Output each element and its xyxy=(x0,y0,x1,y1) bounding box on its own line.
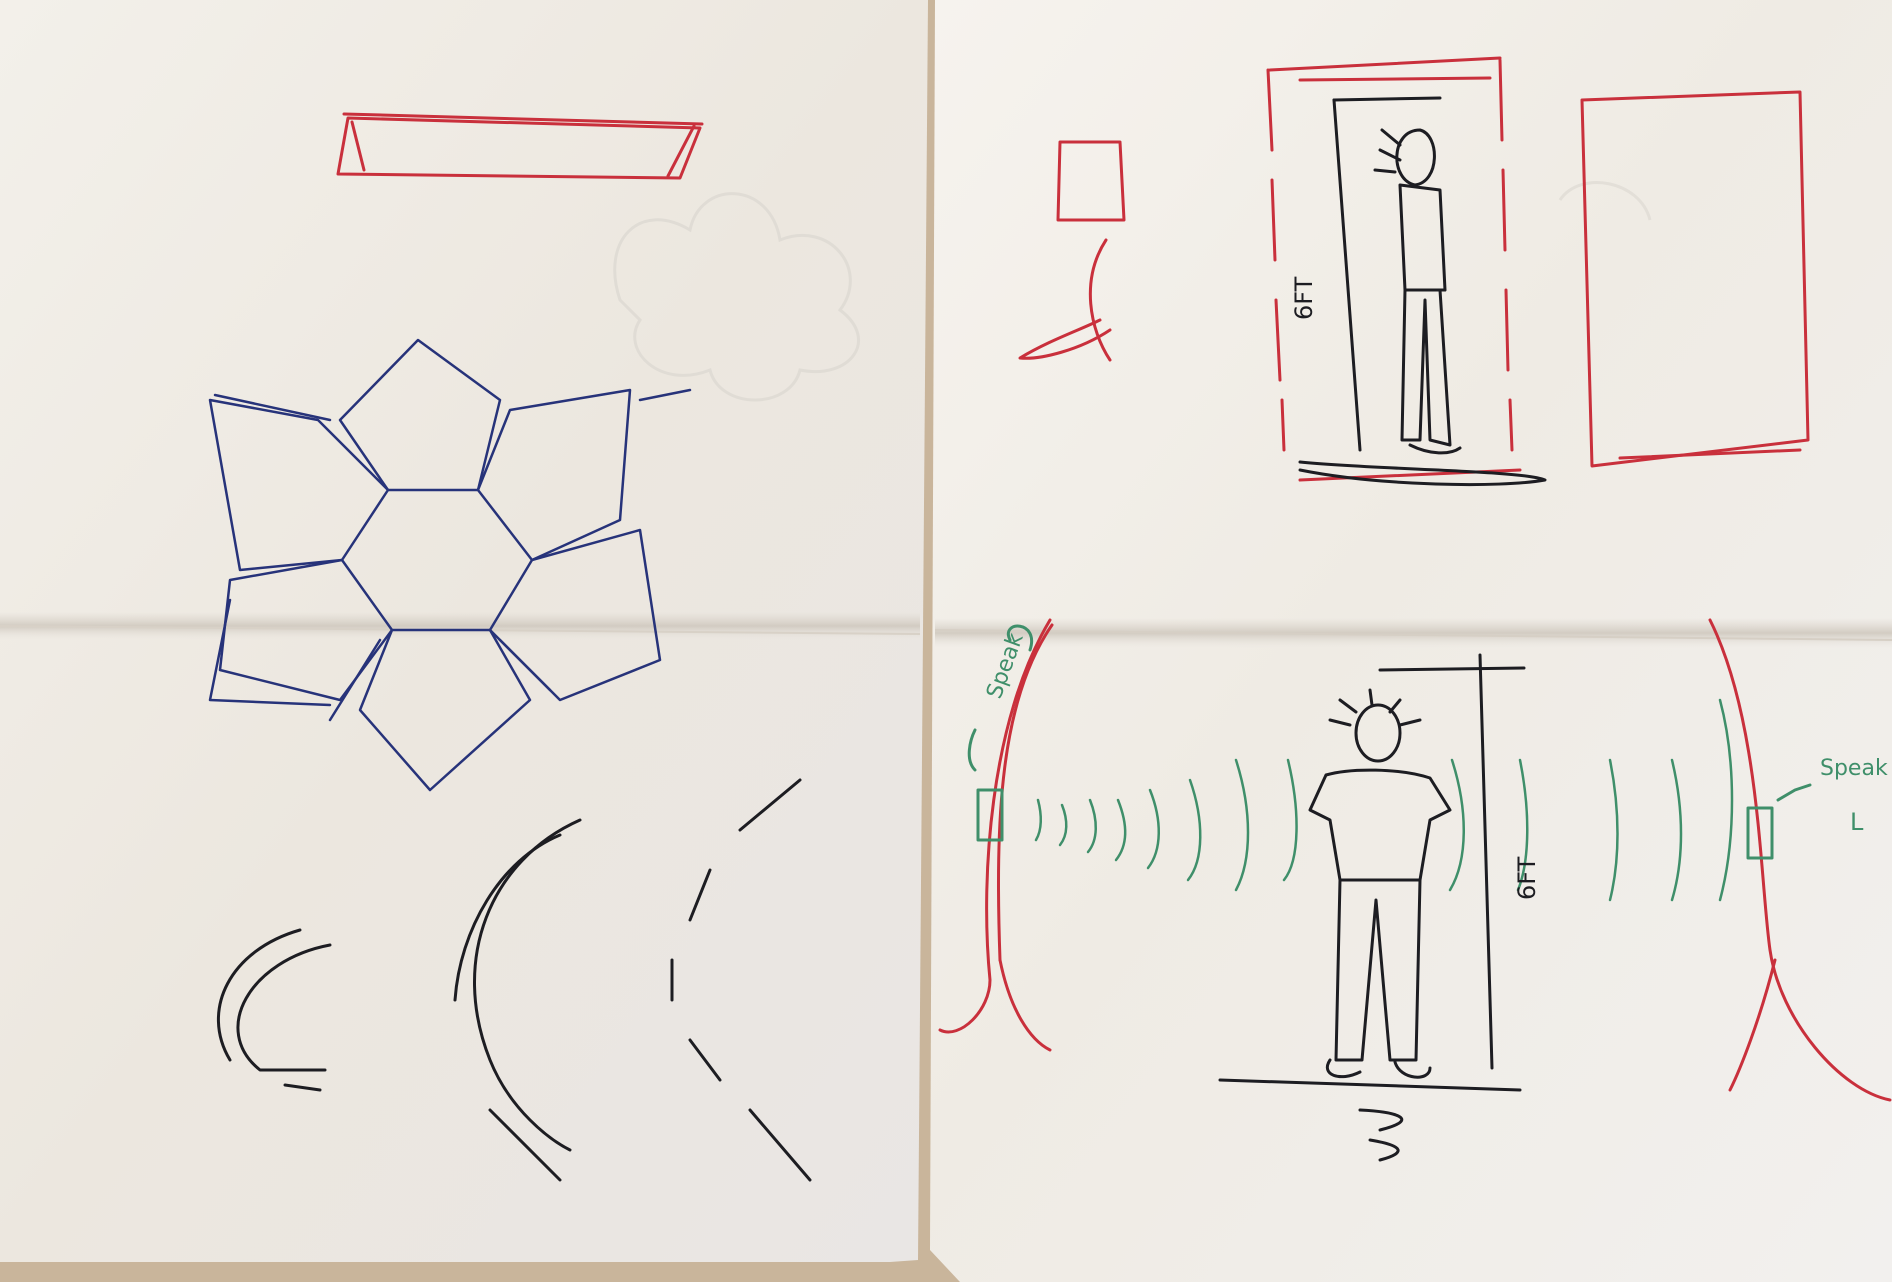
red-curtain-left-sketch xyxy=(938,618,1054,1052)
height-label-bottom: 6FT xyxy=(1513,856,1541,900)
blue-hexagon-flower-sketch xyxy=(208,338,692,792)
speaker-left-sketch xyxy=(967,624,1034,842)
right-sheet xyxy=(930,0,1892,1282)
sound-wave-arcs-sketch xyxy=(216,778,812,1182)
red-rectangle-right-sketch xyxy=(1580,90,1810,468)
red-small-box-sketch xyxy=(1018,140,1126,362)
red-rectangle-sketch xyxy=(336,112,704,180)
speaker-label-right-letter: L xyxy=(1850,808,1864,836)
standing-figure-top-sketch xyxy=(1298,96,1547,487)
speaker-right-sketch xyxy=(1746,783,1812,860)
standing-figure-bottom-sketch xyxy=(1218,653,1526,1162)
green-sound-waves-sketch xyxy=(1034,698,1734,902)
red-curtain-right-sketch xyxy=(1708,618,1892,1102)
speaker-label-right: Speak xyxy=(1820,756,1888,781)
height-label-top: 6FT xyxy=(1290,276,1318,320)
